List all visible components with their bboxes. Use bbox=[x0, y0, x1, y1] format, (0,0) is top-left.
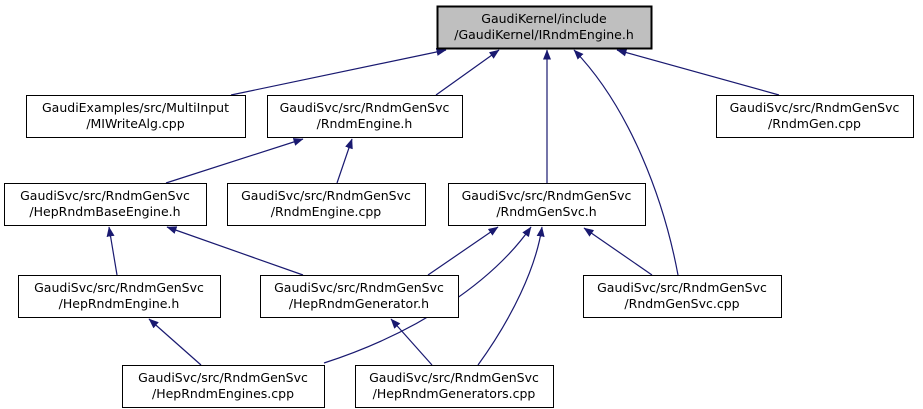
node-label-line1: GaudiSvc/src/RndmGenSvc bbox=[138, 370, 308, 385]
node-box bbox=[260, 275, 459, 318]
edge-heprndmbaseengine-h-to-rndmengine-h bbox=[165, 138, 304, 184]
node-label-line1: GaudiSvc/src/RndmGenSvc bbox=[730, 100, 900, 115]
node-label-line2: /HepRndmEngine.h bbox=[59, 296, 180, 311]
node-box bbox=[4, 183, 207, 226]
node-label-line1: GaudiSvc/src/RndmGenSvc bbox=[274, 280, 444, 295]
node-label-line2: /HepRndmGenerator.h bbox=[289, 296, 429, 311]
edge-rndmgen-cpp-to-irndmengine-h bbox=[616, 48, 780, 96]
edge-heprndmgenerators-cpp-to-rndmgensvc-h bbox=[477, 226, 545, 366]
node-label-line1: GaudiKernel/include bbox=[481, 11, 607, 26]
node-box bbox=[122, 365, 325, 408]
node-rndmengine-h[interactable]: GaudiSvc/src/RndmGenSvc/RndmEngine.h bbox=[267, 95, 463, 138]
node-label-line2: /HepRndmEngines.cpp bbox=[152, 386, 294, 401]
edge-heprndmgenerators-cpp-to-heprndmgenerator-h bbox=[390, 318, 433, 366]
node-rndmgensvc-cpp[interactable]: GaudiSvc/src/RndmGenSvc/RndmGenSvc.cpp bbox=[583, 275, 782, 318]
edge-rndmgensvc-cpp-to-irndmengine-h bbox=[573, 49, 679, 276]
edge-heprndmengines-cpp-to-heprndmengine-h bbox=[148, 318, 202, 366]
node-box bbox=[267, 95, 463, 138]
edge-rndmgensvc-cpp-to-rndmgensvc-h bbox=[583, 227, 653, 276]
node-box bbox=[18, 275, 221, 318]
node-box bbox=[583, 275, 782, 318]
node-heprndmgenerators-cpp[interactable]: GaudiSvc/src/RndmGenSvc/HepRndmGenerator… bbox=[355, 365, 554, 408]
node-label-line2: /RndmGenSvc.h bbox=[496, 204, 596, 219]
node-label-line2: /GaudiKernel/IRndmEngine.h bbox=[454, 27, 634, 42]
node-label-line1: GaudiSvc/src/RndmGenSvc bbox=[20, 188, 190, 203]
node-label-line2: /RndmEngine.h bbox=[317, 116, 413, 131]
edge-rndmengine-cpp-to-rndmengine-h bbox=[336, 138, 353, 184]
node-label-line2: /RndmGen.cpp bbox=[768, 116, 861, 131]
node-label-line1: GaudiSvc/src/RndmGenSvc bbox=[241, 188, 411, 203]
node-box bbox=[436, 5, 653, 50]
node-box bbox=[716, 95, 914, 138]
node-heprndmgenerator-h[interactable]: GaudiSvc/src/RndmGenSvc/HepRndmGenerator… bbox=[260, 275, 459, 318]
edge-rndmengine-h-to-irndmengine-h bbox=[435, 49, 500, 96]
node-label-line2: /RndmGenSvc.cpp bbox=[624, 296, 739, 311]
node-box bbox=[227, 183, 426, 226]
edge-heprndmgenerator-h-to-heprndmbaseengine-h bbox=[166, 226, 304, 276]
node-label-line1: GaudiSvc/src/RndmGenSvc bbox=[369, 370, 539, 385]
node-label-line1: GaudiSvc/src/RndmGenSvc bbox=[34, 280, 204, 295]
edge-miwritealg-cpp-to-irndmengine-h bbox=[230, 48, 447, 96]
edge-heprndmengine-h-to-heprndmbaseengine-h bbox=[106, 226, 118, 276]
node-label-line2: /HepRndmGenerators.cpp bbox=[373, 386, 536, 401]
node-box bbox=[355, 365, 554, 408]
node-label-line2: /MIWriteAlg.cpp bbox=[86, 116, 184, 131]
node-rndmgensvc-h[interactable]: GaudiSvc/src/RndmGenSvc/RndmGenSvc.h bbox=[448, 183, 646, 226]
node-heprndmengines-cpp[interactable]: GaudiSvc/src/RndmGenSvc/HepRndmEngines.c… bbox=[122, 365, 325, 408]
node-miwritealg-cpp[interactable]: GaudiExamples/src/MultiInput/MIWriteAlg.… bbox=[26, 95, 246, 138]
node-label-line1: GaudiExamples/src/MultiInput bbox=[42, 100, 229, 115]
node-label-line2: /RndmEngine.cpp bbox=[271, 204, 382, 219]
node-box bbox=[448, 183, 646, 226]
node-box bbox=[26, 95, 246, 138]
node-rndmengine-cpp[interactable]: GaudiSvc/src/RndmGenSvc/RndmEngine.cpp bbox=[227, 183, 426, 226]
edge-heprndmgenerator-h-to-rndmgensvc-h bbox=[427, 226, 499, 276]
node-heprndmengine-h[interactable]: GaudiSvc/src/RndmGenSvc/HepRndmEngine.h bbox=[18, 275, 221, 318]
node-rndmgen-cpp[interactable]: GaudiSvc/src/RndmGenSvc/RndmGen.cpp bbox=[716, 95, 914, 138]
node-label-line2: /HepRndmBaseEngine.h bbox=[29, 204, 180, 219]
node-heprndmbaseengine-h[interactable]: GaudiSvc/src/RndmGenSvc/HepRndmBaseEngin… bbox=[4, 183, 207, 226]
node-label-line1: GaudiSvc/src/RndmGenSvc bbox=[280, 100, 450, 115]
node-label-line1: GaudiSvc/src/RndmGenSvc bbox=[597, 280, 767, 295]
node-irndmengine-h[interactable]: GaudiKernel/include/GaudiKernel/IRndmEng… bbox=[436, 5, 653, 50]
node-label-line1: GaudiSvc/src/RndmGenSvc bbox=[462, 188, 632, 203]
